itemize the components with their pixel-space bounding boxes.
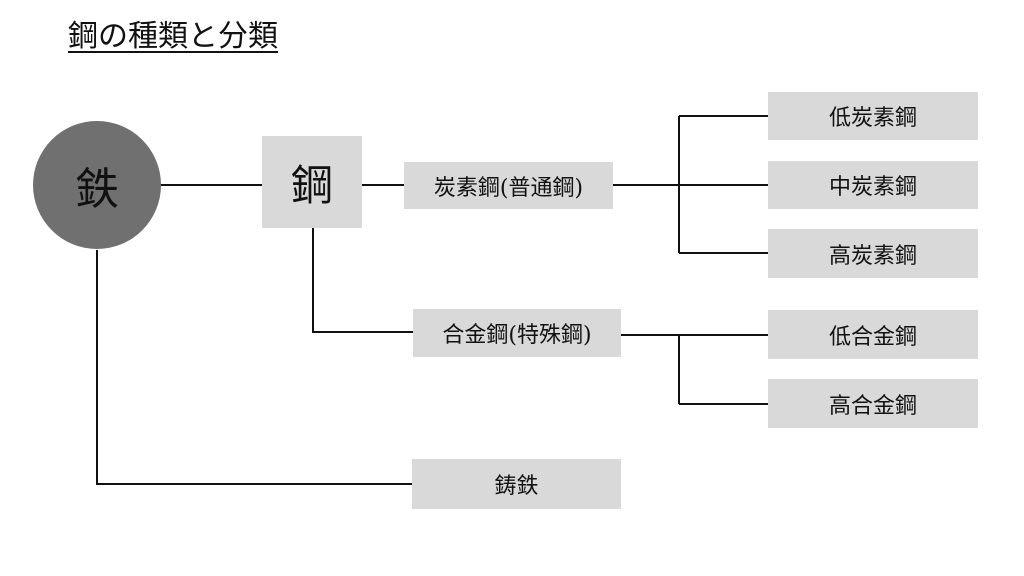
node-high-alloy-steel: 高合金鋼 <box>768 379 978 428</box>
node-steel: 鋼 <box>262 136 362 228</box>
node-alloy-steel: 合金鋼(特殊鋼) <box>413 309 621 357</box>
node-cast-iron: 鋳鉄 <box>412 459 621 509</box>
connector-steel-alloy <box>312 228 413 333</box>
page-title: 鋼の種類と分類 <box>68 19 278 54</box>
connector-group <box>96 115 768 485</box>
node-low-carbon-steel: 低炭素鋼 <box>768 92 978 140</box>
node-high-carbon-steel: 高炭素鋼 <box>768 229 978 278</box>
connector-iron-cast <box>96 250 412 485</box>
node-low-alloy-steel: 低合金鋼 <box>768 310 978 359</box>
node-iron: 鉄 <box>33 121 161 249</box>
node-carbon-steel: 炭素鋼(普通鋼) <box>404 162 613 209</box>
node-medium-carbon-steel: 中炭素鋼 <box>768 161 978 209</box>
